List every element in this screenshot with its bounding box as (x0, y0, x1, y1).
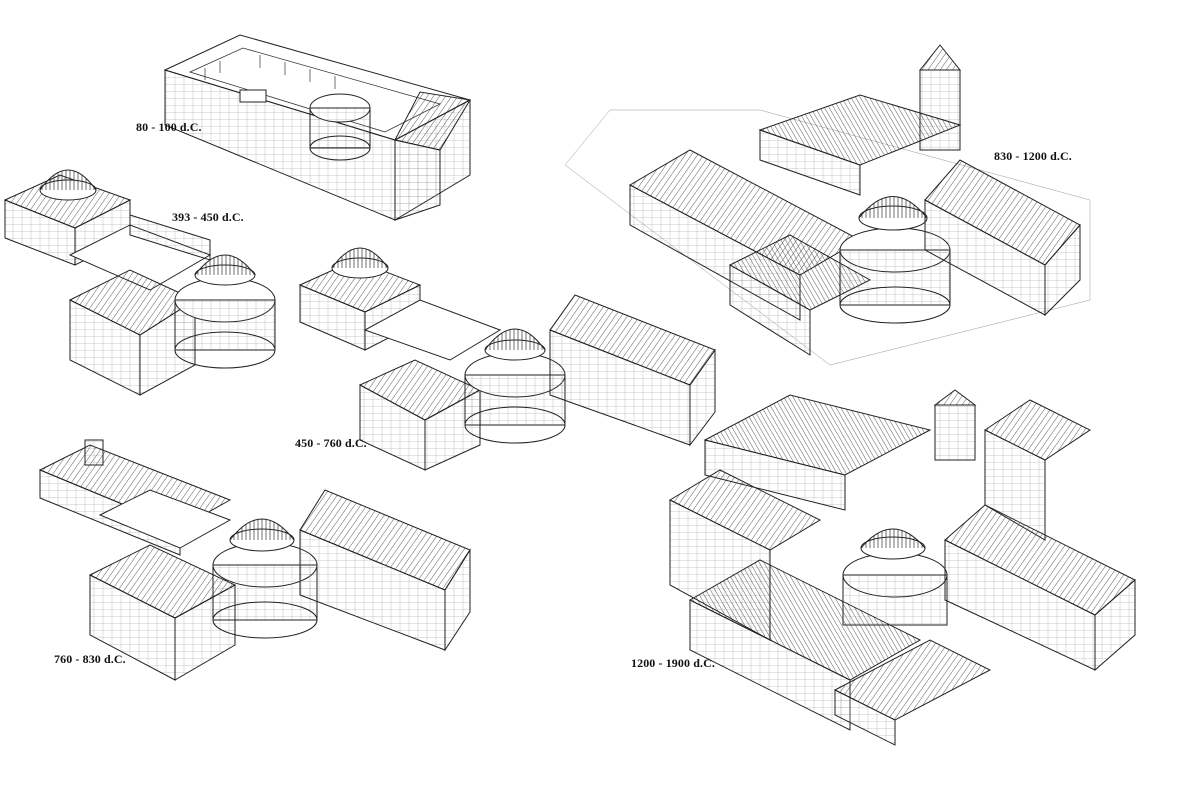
phase-6-drawing (668, 389, 1136, 746)
phase-1-date-label: 80 - 100 d.C. (136, 120, 202, 134)
phase-4-drawing (38, 439, 471, 681)
phase-4-date-label: 760 - 830 d.C. (54, 652, 126, 666)
phase-1-drawing (163, 34, 472, 221)
phase-3-date-label: 450 - 760 d.C. (295, 436, 367, 450)
phase-3-drawing (298, 247, 716, 471)
phase-2-date-label: 393 - 450 d.C. (172, 210, 244, 224)
phase-5-date-label: 830 - 1200 d.C. (994, 149, 1072, 163)
phase-2-drawing (3, 169, 276, 396)
phase-5-drawing (564, 44, 1091, 366)
phase-6-date-label: 1200 - 1900 d.C. (631, 656, 715, 670)
